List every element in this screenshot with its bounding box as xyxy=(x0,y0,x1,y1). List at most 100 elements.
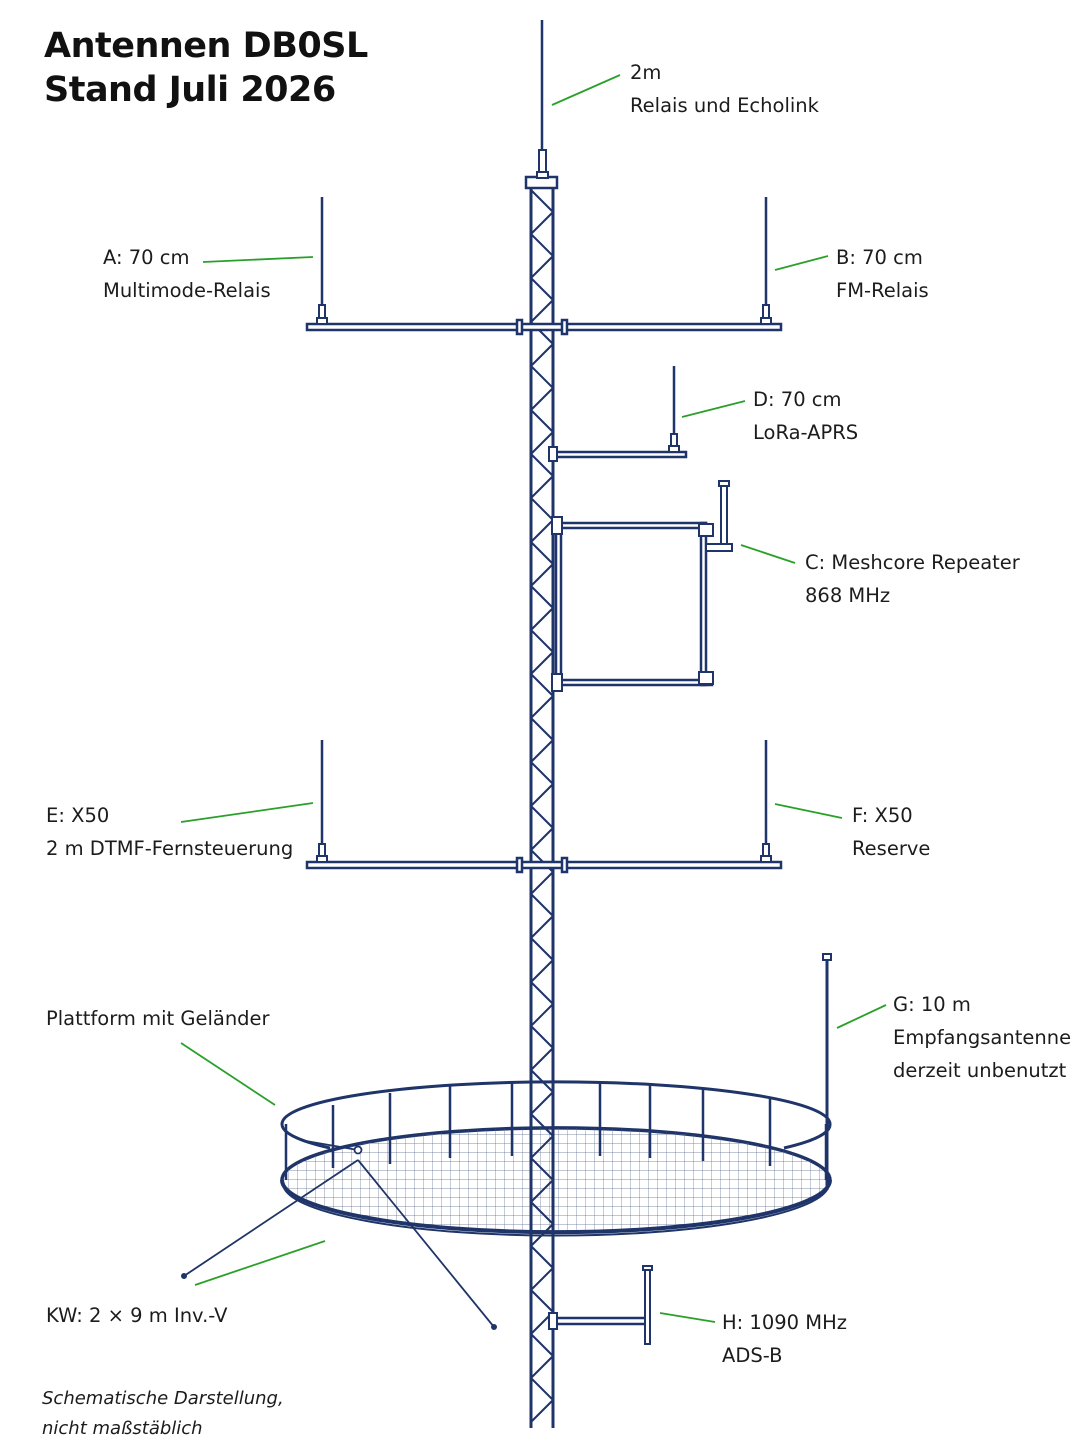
mast-lattice-strut xyxy=(530,871,554,895)
mast-lattice-strut xyxy=(530,255,554,279)
leader-g xyxy=(836,1004,887,1029)
whip-2m-relais xyxy=(536,20,549,179)
mast-lattice-strut xyxy=(530,673,554,697)
label-f-line-2: Reserve xyxy=(852,837,931,860)
mast-lattice-strut xyxy=(530,519,554,543)
mast-lattice xyxy=(530,189,554,1423)
antenna-e xyxy=(316,740,328,863)
label-a-line-2: Multimode-Relais xyxy=(103,279,271,302)
antenna-c-frame xyxy=(551,480,733,692)
label-e-line-2: 2 m DTMF-Fernsteuerung xyxy=(46,837,294,860)
mast-lattice-strut xyxy=(530,1091,554,1115)
page-title: Antennen DB0SL Stand Juli 2026 xyxy=(44,24,368,112)
label-f: F: X50 Reserve xyxy=(852,799,930,865)
label-2m-line-1: 2m xyxy=(630,61,662,84)
label-e-line-1: E: X50 xyxy=(46,804,110,827)
label-a-line-1: A: 70 cm xyxy=(103,246,190,269)
mast-lattice-strut xyxy=(530,1157,554,1181)
mast-lattice-strut xyxy=(530,1003,554,1027)
mast-lattice-strut xyxy=(530,1201,554,1225)
label-2m-line-2: Relais und Echolink xyxy=(630,94,819,117)
mast-lattice-strut xyxy=(530,189,554,213)
label-g-line-3: derzeit unbenutzt xyxy=(893,1059,1067,1082)
label-platform: Plattform mit Geländer xyxy=(46,1002,270,1035)
mast-lattice-strut xyxy=(530,981,554,1005)
mast-lattice-strut xyxy=(530,541,554,565)
label-g-line-1: G: 10 m xyxy=(893,993,971,1016)
mast-lattice-strut xyxy=(530,915,554,939)
mast-lattice-strut xyxy=(530,1355,554,1379)
leader-kw xyxy=(194,1240,326,1286)
platform-back xyxy=(280,1080,832,1181)
label-h-line-1: H: 1090 MHz xyxy=(722,1311,847,1334)
leader-f xyxy=(774,803,843,819)
title-line-2: Stand Juli 2026 xyxy=(44,70,336,110)
label-g-line-2: Empfangsantenne xyxy=(893,1026,1072,1049)
mast-lattice-strut xyxy=(530,717,554,741)
antenna-f xyxy=(760,740,772,863)
mast-lattice-strut xyxy=(530,893,554,917)
mast-lattice-strut xyxy=(530,651,554,675)
label-h: H: 1090 MHz ADS-B xyxy=(722,1306,847,1372)
mast-lattice-strut xyxy=(530,937,554,961)
boom-upper xyxy=(305,318,783,336)
label-b-line-1: B: 70 cm xyxy=(836,246,923,269)
mast-lattice-strut xyxy=(530,475,554,499)
mast-lattice-strut xyxy=(530,343,554,367)
platform-railing xyxy=(280,1083,832,1237)
mast-lattice-strut xyxy=(530,299,554,323)
label-d: D: 70 cm LoRa-APRS xyxy=(753,383,858,449)
footnote: Schematische Darstellung, nicht maßstäbl… xyxy=(42,1384,284,1444)
mast-lattice-strut xyxy=(530,959,554,983)
mast-lattice-strut xyxy=(530,695,554,719)
mast-lattice-strut xyxy=(530,1245,554,1269)
mast-lattice-strut xyxy=(530,1135,554,1159)
label-f-line-1: F: X50 xyxy=(852,804,913,827)
leader-a xyxy=(202,256,314,263)
mast-lattice-strut xyxy=(530,431,554,455)
label-a: A: 70 cm Multimode-Relais xyxy=(103,241,271,307)
mast-lattice-strut xyxy=(530,1333,554,1357)
leader-c xyxy=(740,544,796,564)
label-kw: KW: 2 × 9 m Inv.-V xyxy=(46,1299,228,1332)
mast-lattice-strut xyxy=(530,761,554,785)
mast-lattice-strut xyxy=(530,1399,554,1423)
leader-d xyxy=(681,400,746,418)
leader-2m xyxy=(551,74,621,106)
mast-lattice-strut xyxy=(530,409,554,433)
mast-lattice-strut xyxy=(530,739,554,763)
platform-deck xyxy=(283,1128,829,1232)
mast-lattice-strut xyxy=(530,211,554,235)
mast-lattice-strut xyxy=(530,1069,554,1093)
antenna-d xyxy=(548,366,688,462)
label-g: G: 10 m Empfangsantenne derzeit unbenutz… xyxy=(893,988,1071,1087)
label-d-line-1: D: 70 cm xyxy=(753,388,842,411)
antenna-a xyxy=(316,197,328,325)
label-h-line-2: ADS-B xyxy=(722,1344,783,1367)
label-platform-line-1: Plattform mit Geländer xyxy=(46,1007,270,1030)
leader-platform xyxy=(180,1042,276,1106)
mast-lattice-strut xyxy=(530,1377,554,1401)
mast-lattice-strut xyxy=(530,585,554,609)
mast-lattice-strut xyxy=(530,563,554,587)
title-line-1: Antennen DB0SL xyxy=(44,26,368,66)
label-b-line-2: FM-Relais xyxy=(836,279,929,302)
leader-e xyxy=(180,802,314,823)
mast-lattice-strut xyxy=(530,497,554,521)
mast-lattice-strut xyxy=(530,233,554,257)
mast-lattice-strut xyxy=(530,365,554,389)
leader-b xyxy=(774,255,829,271)
boom-lower xyxy=(305,856,783,874)
mast-lattice-strut xyxy=(530,827,554,851)
kw-inverted-v xyxy=(181,1139,497,1330)
leader-lines xyxy=(180,74,887,1323)
footnote-line-1: Schematische Darstellung, xyxy=(42,1388,284,1409)
mast-lattice-strut xyxy=(530,453,554,477)
label-kw-line-1: KW: 2 × 9 m Inv.-V xyxy=(46,1304,228,1327)
label-c-line-1: C: Meshcore Repeater xyxy=(805,551,1020,574)
mast-lattice-strut xyxy=(530,1047,554,1071)
mast-lattice-strut xyxy=(530,783,554,807)
mast-lattice-strut xyxy=(530,1289,554,1313)
footnote-line-2: nicht maßstäblich xyxy=(42,1418,203,1439)
label-b: B: 70 cm FM-Relais xyxy=(836,241,929,307)
